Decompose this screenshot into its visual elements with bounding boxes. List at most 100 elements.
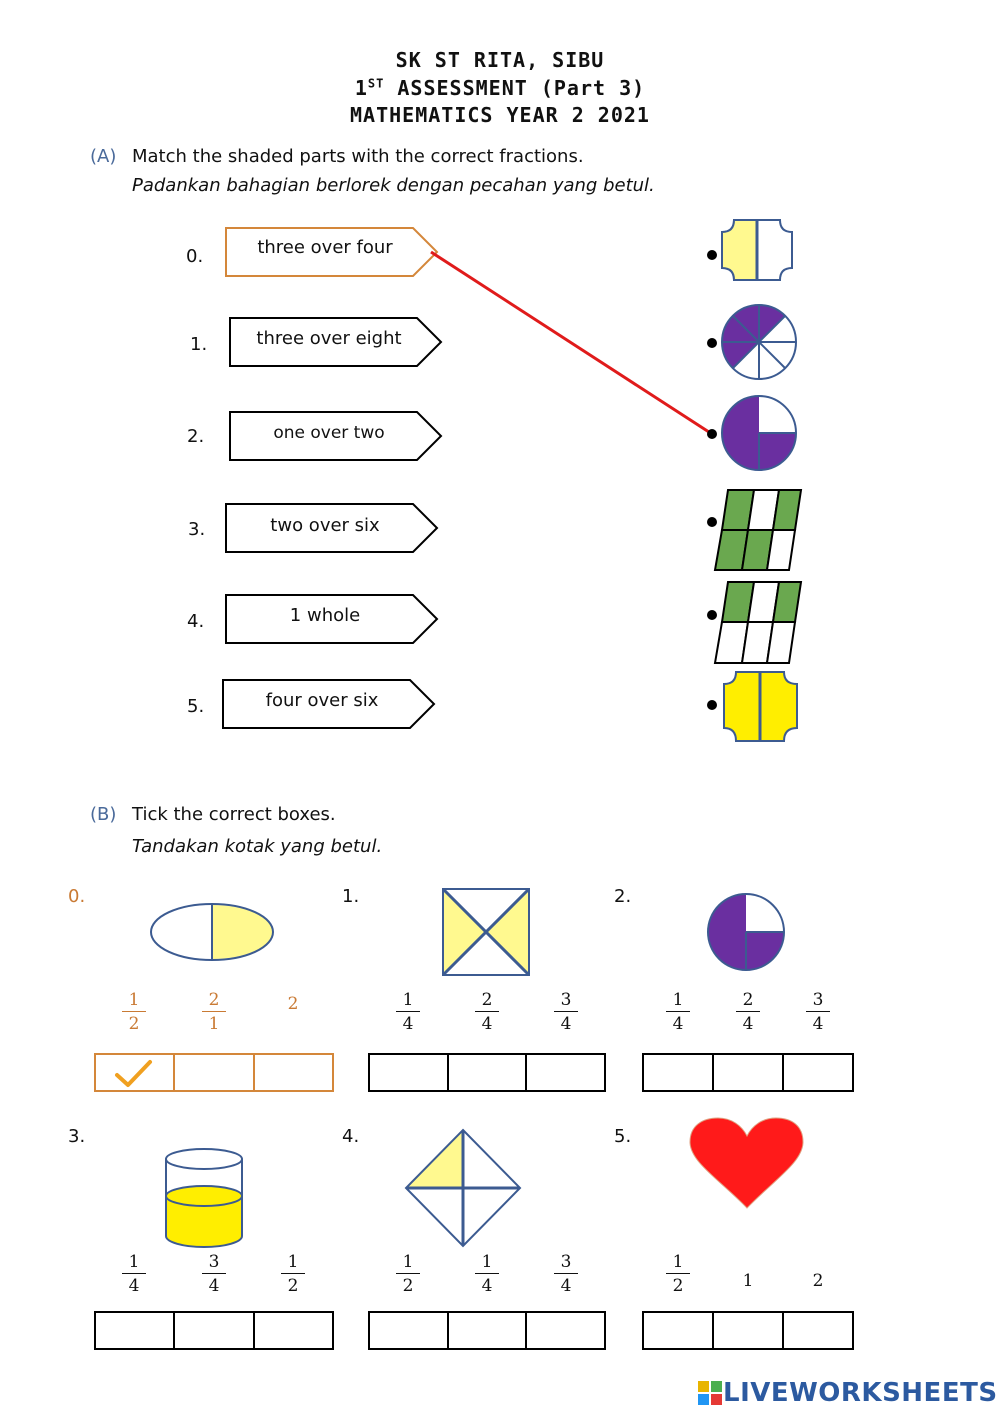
label-shape-1[interactable] [229, 317, 443, 367]
q-number-0: 0. [68, 886, 86, 907]
item-a-number-5: 5. [187, 696, 205, 717]
q2-box-1[interactable] [714, 1055, 784, 1090]
q4-option-1-den: 4 [481, 1276, 493, 1296]
q1-option-0-den: 4 [402, 1014, 414, 1034]
match-dot-1[interactable] [707, 338, 717, 348]
q4-box-0[interactable] [370, 1313, 449, 1348]
q0-answer-boxes [94, 1053, 334, 1092]
q5-box-0[interactable] [644, 1313, 714, 1348]
q5-box-2[interactable] [784, 1313, 852, 1348]
q2-option-0-num: 1 [666, 990, 690, 1012]
title-school: SK ST RITA, SIBU [395, 48, 605, 72]
match-dot-4[interactable] [707, 610, 717, 620]
q0-box-1[interactable] [175, 1055, 255, 1090]
q4-box-1[interactable] [449, 1313, 528, 1348]
q4-answer-boxes [368, 1311, 606, 1350]
q4-option-0-num: 1 [396, 1252, 420, 1274]
q2-option-1-num: 2 [736, 990, 760, 1012]
title-ordinal: 1 [354, 76, 368, 100]
q1-box-2[interactable] [527, 1055, 604, 1090]
q-number-4: 4. [342, 1126, 360, 1147]
q3-box-1[interactable] [175, 1313, 255, 1348]
section-a-label: (A) [90, 146, 117, 167]
q1-option-2-den: 4 [560, 1014, 572, 1034]
shape-circle-eighths [721, 304, 797, 380]
q0-option-1-den: 1 [208, 1014, 220, 1034]
liveworksheets-logo: LIVEWORKSHEETS [697, 1378, 998, 1408]
figure-diamond [404, 1128, 522, 1248]
item-a-number-1: 1. [190, 334, 208, 355]
liveworksheets-brand: LIVEWORKSHEETS [723, 1378, 998, 1408]
q3-box-0[interactable] [96, 1313, 176, 1348]
q2-box-0[interactable] [644, 1055, 714, 1090]
q2-option-0-den: 4 [672, 1014, 684, 1034]
match-dot-5[interactable] [707, 700, 717, 710]
q1-box-1[interactable] [449, 1055, 528, 1090]
q0-option-2: 2 [287, 994, 299, 1014]
q4-option-2-den: 4 [560, 1276, 572, 1296]
section-b-instruction-ms: Tandakan kotak yang betul. [132, 836, 383, 857]
q-number-5: 5. [614, 1126, 632, 1147]
label-shape-0[interactable] [225, 227, 439, 277]
q3-option-2-den: 2 [287, 1276, 299, 1296]
figure-circle-three-quarters [707, 893, 785, 971]
item-a-number-4: 4. [187, 611, 205, 632]
shape-notched-square-half [721, 219, 793, 281]
title-subject: MATHEMATICS YEAR 2 2021 [350, 103, 650, 127]
matching-area [222, 219, 803, 742]
q2-option-2-num: 3 [806, 990, 830, 1012]
label-text-1: three over eight [256, 328, 402, 349]
q0-box-2[interactable] [255, 1055, 332, 1090]
q1-option-2-num: 3 [554, 990, 578, 1012]
match-dot-2[interactable] [707, 429, 717, 439]
q2-box-2[interactable] [784, 1055, 852, 1090]
label-shape-5[interactable] [222, 679, 436, 729]
q0-box-0[interactable] [96, 1055, 176, 1090]
q1-option-1-num: 2 [475, 990, 499, 1012]
figure-glass-cylinder [165, 1148, 243, 1248]
q3-box-2[interactable] [255, 1313, 332, 1348]
q5-option-0-num: 1 [666, 1252, 690, 1274]
label-shape-3[interactable] [225, 503, 439, 553]
q3-option-1-den: 4 [208, 1276, 220, 1296]
match-dot-3[interactable] [707, 517, 717, 527]
q1-box-0[interactable] [370, 1055, 449, 1090]
q3-option-0-num: 1 [122, 1252, 146, 1274]
q1-option-1-den: 4 [481, 1014, 493, 1034]
label-shape-2[interactable] [229, 411, 443, 461]
q3-option-2-num: 1 [281, 1252, 305, 1274]
q3-answer-boxes [94, 1311, 334, 1350]
q2-answer-boxes [642, 1053, 854, 1092]
item-a-number-3: 3. [188, 519, 206, 540]
section-a-instruction: Match the shaded parts with the correct … [132, 146, 584, 167]
q5-box-1[interactable] [714, 1313, 784, 1348]
section-b-instruction: Tick the correct boxes. [132, 804, 336, 825]
label-shape-4[interactable] [225, 594, 439, 644]
liveworksheets-logo-icon [698, 1381, 722, 1405]
label-text-0: three over four [257, 237, 393, 258]
q4-box-2[interactable] [527, 1313, 604, 1348]
item-a-number-2: 2. [187, 426, 205, 447]
q3-option-1-num: 3 [202, 1252, 226, 1274]
match-dot-0[interactable] [707, 250, 717, 260]
shape-parallelogram-grid-a [713, 489, 803, 571]
figure-heart [689, 1117, 804, 1209]
label-text-3: two over six [270, 515, 380, 536]
q4-option-2-num: 3 [554, 1252, 578, 1274]
q-number-3: 3. [68, 1126, 86, 1147]
label-text-2: one over two [273, 423, 385, 443]
q5-option-2: 2 [812, 1271, 824, 1291]
q1-answer-boxes [368, 1053, 606, 1092]
shape-circle-three-quarters [721, 395, 797, 471]
